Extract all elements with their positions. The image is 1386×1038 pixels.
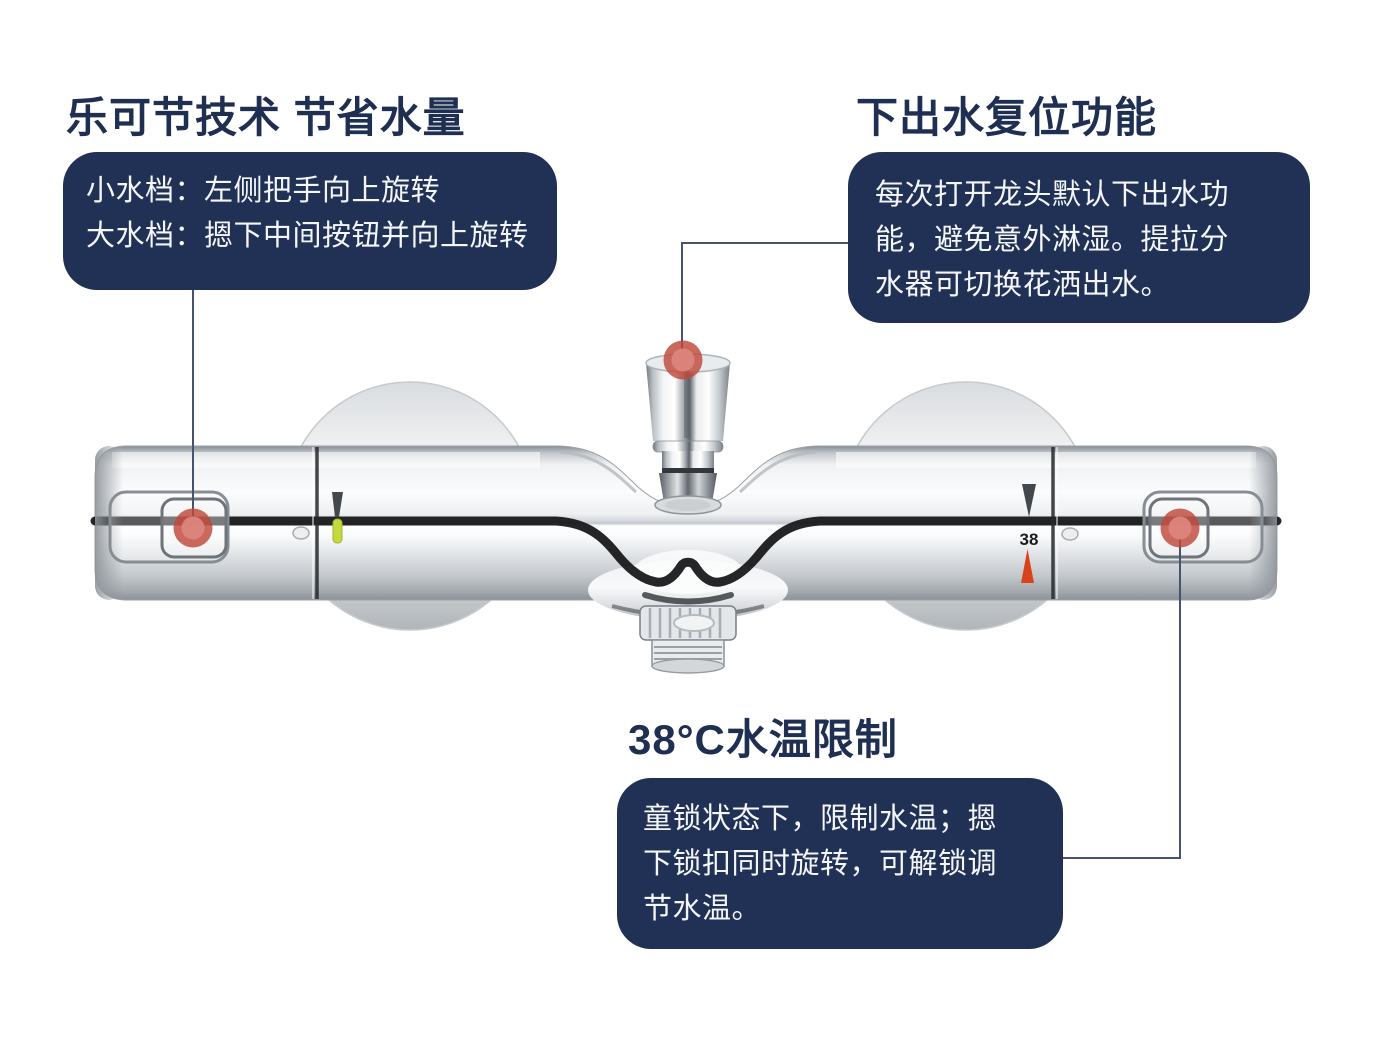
eco-feature-callout: 小水档：左侧把手向上旋转 大水档：摁下中间按钮并向上旋转 [63,152,557,290]
knob-flange-inner [665,499,711,511]
bulge-highlight [633,550,743,594]
eco-feature-title: 乐可节技术 节省水量 [66,94,466,141]
eco-feature-text: 小水档：左侧把手向上旋转 大水档：摁下中间按钮并向上旋转 [86,175,529,252]
temp-lock-marker [1160,508,1200,548]
saddle-contour [739,450,817,494]
screw-dimple [292,526,310,540]
diverter-pull-knob [645,353,731,503]
temp-limit-title: 38°C水温限制 [628,716,898,763]
temp-limit-callout: 童锁状态下，限制水温；摁 下锁扣同时旋转，可解锁调 节水温。 [617,778,1063,949]
bottom-outlet-connector [639,605,737,674]
chrome-highlight [112,452,540,468]
eco-green-tick [332,518,343,544]
bulge-shadow [642,592,734,605]
screw-dimple [1061,527,1079,541]
bottom-outlet-connector-line [681,242,848,352]
bottom-outlet-text: 每次打开龙头默认下出水功 能，避免意外淋湿。提拉分 水器可切换花洒出水。 [875,179,1230,301]
temp-38-orange-pointer [1021,549,1034,583]
connector-lines [192,242,1181,859]
diverter-knob-marker [663,340,703,380]
bottom-outlet-title: 下出水复位功能 [856,94,1158,141]
bottom-outlet-callout: 每次打开龙头默认下出水功 能，避免意外淋湿。提拉分 水器可切换花洒出水。 [848,152,1310,323]
temp-scale-38-label: 38 [1020,530,1039,549]
temp-limit-connector-line [1063,537,1181,859]
left-handle-marker [173,508,213,548]
chrome-highlight [836,452,1256,468]
saddle-contour [559,450,637,494]
temp-index-mark [1022,484,1036,517]
temp-limit-text: 童锁状态下，限制水温；摁 下锁扣同时旋转，可解锁调 节水温。 [643,803,998,925]
body-gap-stripe [90,516,1282,587]
flow-index-mark [332,492,343,517]
